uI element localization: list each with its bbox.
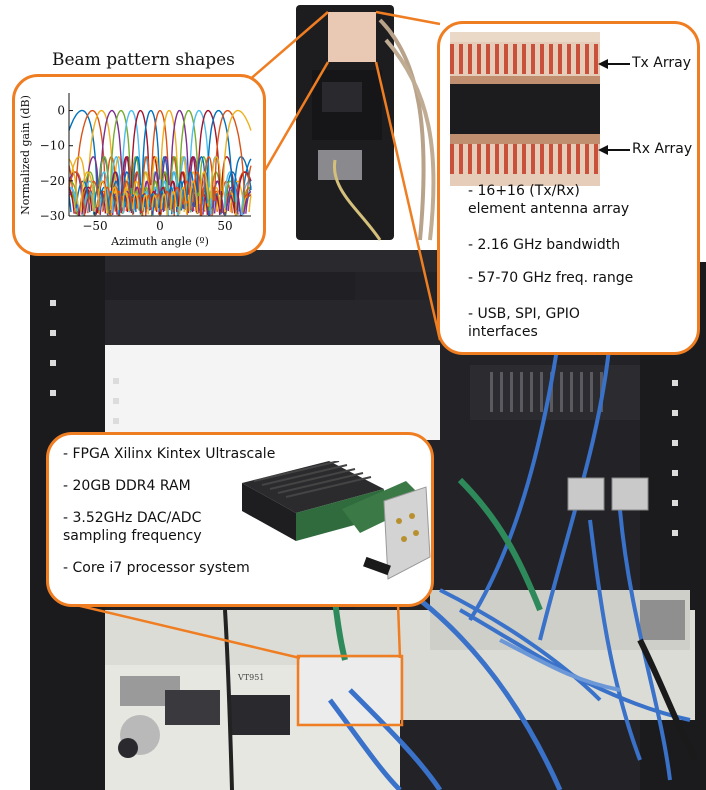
rx-array-label: Rx Array [632, 141, 693, 157]
fpga-callout: - FPGA Xilinx Kintex Ultrascale - 20GB D… [46, 432, 434, 607]
beam-ytick-label: −30 [40, 209, 65, 223]
antenna-callout: Tx Array Rx Array - 16+16 (Tx/Rx) elemen… [437, 21, 700, 355]
tx-array-label: Tx Array [632, 55, 691, 71]
beam-pattern-curve [68, 109, 252, 216]
beam-pattern-curve [68, 109, 252, 216]
rf-splitters [567, 477, 649, 511]
beam-pattern-chart: 0 −10 −20 −30 −50 0 50 Normalized gain (dB) A… [19, 93, 252, 248]
fpga-module-highlight [296, 654, 404, 727]
antenna-bullet-interfaces: - USB, SPI, GPIO interfaces [468, 306, 580, 340]
antenna-bullet-elements: - 16+16 (Tx/Rx) element antenna array [468, 183, 630, 217]
fpga-bullet-fpga: - FPGA Xilinx Kintex Ultrascale [63, 446, 276, 462]
cables [223, 329, 698, 790]
callout-connectors [71, 10, 442, 660]
rx-array-pads [450, 144, 600, 174]
beam-xtick-label: 0 [156, 219, 164, 233]
beam-xtick-label: 50 [217, 219, 232, 233]
beam-ytick-label: −20 [40, 174, 65, 188]
fpga-bullet-dac-adc: - 3.52GHz DAC/ADC sampling frequency [63, 510, 202, 544]
chassis-model-label: VT951 [237, 673, 264, 682]
fpga-module-photo [242, 461, 431, 580]
beam-xtick-label: −50 [82, 219, 107, 233]
antenna-board-center [450, 84, 600, 134]
fpga-bullet-ram: - 20GB DDR4 RAM [63, 478, 191, 494]
beam-pattern-callout: 0 −10 −20 −30 −50 0 50 Normalized gain (dB) A… [12, 74, 266, 256]
beam-xlabel: Azimuth angle (º) [110, 235, 209, 248]
antenna-bullet-frequency: - 57-70 GHz freq. range [468, 270, 634, 286]
beam-ytick-label: 0 [57, 104, 65, 118]
tx-array-pads [450, 44, 600, 74]
beam-pattern-title: Beam pattern shapes [52, 50, 235, 70]
antenna-board [296, 5, 436, 241]
beam-ylabel: Normalized gain (dB) [19, 95, 32, 215]
antenna-bullet-bandwidth: - 2.16 GHz bandwidth [468, 237, 621, 253]
antenna-array-photo [450, 32, 600, 186]
fpga-bullet-processor: - Core i7 processor system [63, 560, 250, 576]
chassis: VT951 [105, 590, 695, 790]
array-arrows [598, 59, 630, 155]
beam-ytick-label: −10 [40, 139, 65, 153]
